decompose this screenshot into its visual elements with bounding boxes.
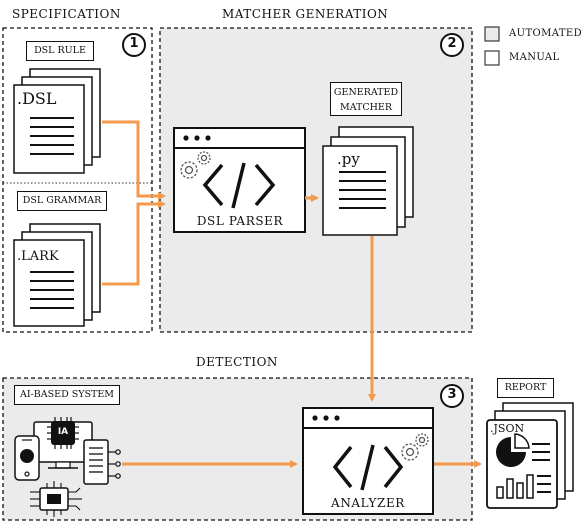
parser-gears-icon	[180, 151, 211, 179]
generated-matcher-document-icon	[322, 126, 414, 236]
step-3-circle	[440, 384, 464, 408]
step-1-number: 1	[129, 36, 139, 51]
lark-extension-label: .LARK	[17, 249, 59, 264]
dsl-rule-label: DSL RULE	[26, 41, 94, 61]
analyzer-label: ANALYZER	[331, 496, 405, 510]
report-document-icon	[486, 402, 574, 509]
lark-document-icon	[13, 223, 101, 327]
step-2-circle	[440, 33, 464, 57]
dsl-extension-label: .DSL	[17, 89, 57, 108]
step-3-number: 3	[447, 387, 457, 402]
report-label: REPORT	[497, 378, 554, 398]
dsl-parser-window-icon	[173, 127, 306, 233]
step-2-number: 2	[447, 36, 457, 51]
analyzer-gears-icon	[401, 433, 429, 461]
specification-heading: SPECIFICATION	[12, 7, 121, 21]
ai-system-illustration	[14, 417, 121, 517]
detection-heading: DETECTION	[196, 355, 278, 369]
dsl-grammar-label: DSL GRAMMAR	[17, 191, 107, 211]
ia-chip-label: IA	[57, 427, 69, 437]
py-extension-label: .py	[337, 150, 360, 168]
analyzer-window-icon	[302, 407, 434, 515]
generated-matcher-label: GENERATED MATCHER	[330, 82, 402, 116]
legend-automated-label: AUTOMATED	[509, 28, 583, 39]
arrow-dsl-rule-to-parser	[102, 120, 166, 200]
arrow-grammar-to-parser	[102, 200, 166, 286]
dsl-rule-document-icon	[13, 68, 101, 174]
legend-manual-label: MANUAL	[509, 52, 560, 63]
ai-system-label: AI-BASED SYSTEM	[14, 385, 120, 405]
step-1-circle	[122, 33, 146, 57]
json-extension-label: .JSON	[490, 422, 525, 435]
flow-arrows	[102, 120, 482, 468]
matcher-generation-heading: MATCHER GENERATION	[222, 7, 389, 21]
legend-manual-swatch	[484, 50, 500, 66]
dsl-parser-label: DSL PARSER	[196, 214, 284, 228]
legend-automated-swatch	[484, 26, 500, 42]
